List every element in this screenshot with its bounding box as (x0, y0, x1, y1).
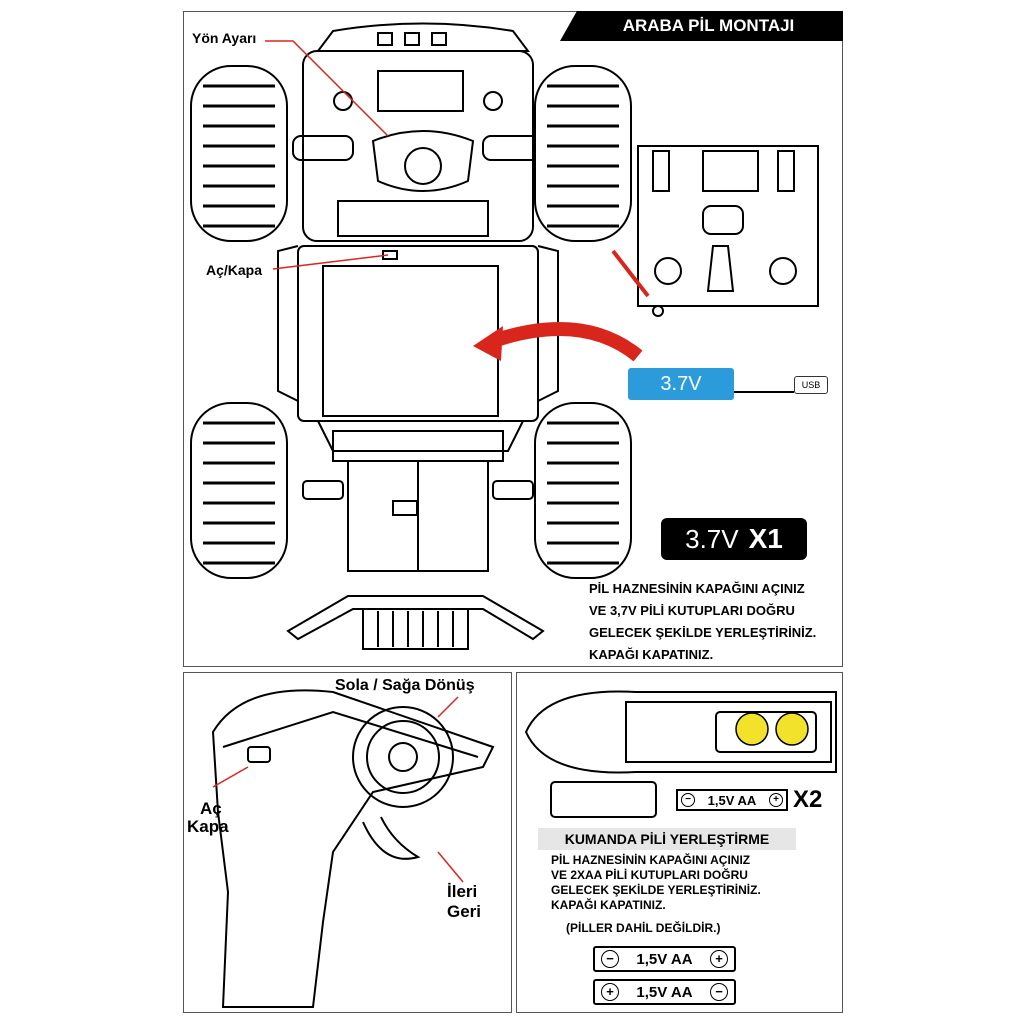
remote-illustration (211, 689, 495, 1008)
aa-battery-text: 1,5V AA (707, 792, 757, 808)
remote-instruction-1: PİL HAZNESİNİN KAPAĞINI AÇINIZ (551, 853, 751, 867)
battery-2-text: 1,5V AA (636, 983, 693, 1001)
car-instruction-3: GELECEK ŞEKİLDE YERLEŞTİRİNİZ. (589, 625, 817, 640)
battery-qty: X1 (748, 523, 783, 554)
remote-controls-panel (183, 672, 512, 1013)
screwdriver-icon (611, 249, 650, 298)
car-instruction-1: PİL HAZNESİNİN KAPAĞINI AÇINIZ (589, 581, 805, 596)
reverse-label: Geri (447, 902, 482, 921)
forward-label: İleri (447, 882, 478, 901)
battery-1-text: 1,5V AA (636, 950, 693, 968)
battery-2-left-terminal: + (601, 983, 619, 1001)
panel-title: ARABA PİL MONTAJI (622, 16, 795, 35)
remote-instruction-3: GELECEK ŞEKİLDE YERLEŞTİRİNİZ. (551, 883, 761, 897)
switch-label: Aç/Kapa (206, 262, 263, 278)
battery-1-right-terminal: + (709, 950, 728, 968)
battery-coin-1 (735, 712, 769, 746)
car-instruction-4: KAPAĞI KAPATINIZ. (589, 647, 714, 662)
car-instruction-2: VE 3,7V PİLİ KUTUPLARI DOĞRU (589, 603, 795, 618)
panel-title-bar: ARABA PİL MONTAJI (560, 11, 843, 41)
switch-off-label: Kapa (187, 817, 229, 836)
switch-on-label: Aç (200, 799, 222, 818)
battery-coin-2 (775, 712, 809, 746)
insert-arrow (490, 322, 643, 362)
batteries-not-included-note: (PİLLER DAHİL DEĞİLDİR.) (566, 921, 721, 935)
aa-battery-qty: X2 (793, 786, 823, 813)
aa-battery-2: + 1,5V AA − (593, 979, 736, 1005)
remote-instruction-4: KAPAĞI KAPATINIZ. (551, 898, 666, 912)
battery-3-7v-blue: 3.7V (628, 368, 734, 400)
plus-terminal: + (769, 793, 783, 807)
battery-voltage: 3.7V (685, 523, 739, 554)
aa-battery-1: − 1,5V AA + (593, 946, 736, 972)
battery-2-right-terminal: − (709, 983, 728, 1001)
turn-label: Sola / Sağa Dönüş (335, 677, 475, 694)
remote-battery-illustration (524, 690, 837, 818)
battery-count-badge: 3.7V X1 (661, 518, 807, 560)
remote-instructions: PİL HAZNESİNİN KAPAĞINI AÇINIZ VE 2XAA P… (551, 853, 761, 913)
usb-plug: USB (794, 376, 828, 394)
car-chassis-illustration (190, 22, 819, 650)
remote-battery-title: KUMANDA PİLİ YERLEŞTİRME (538, 828, 796, 850)
remote-instruction-2: VE 2XAA PİLİ KUTUPLARI DOĞRU (551, 868, 748, 882)
aa-battery-small: − 1,5V AA + (676, 789, 788, 811)
steering-label: Yön Ayarı (192, 30, 257, 46)
minus-terminal: − (681, 793, 695, 807)
battery-1-left-terminal: − (601, 950, 619, 968)
